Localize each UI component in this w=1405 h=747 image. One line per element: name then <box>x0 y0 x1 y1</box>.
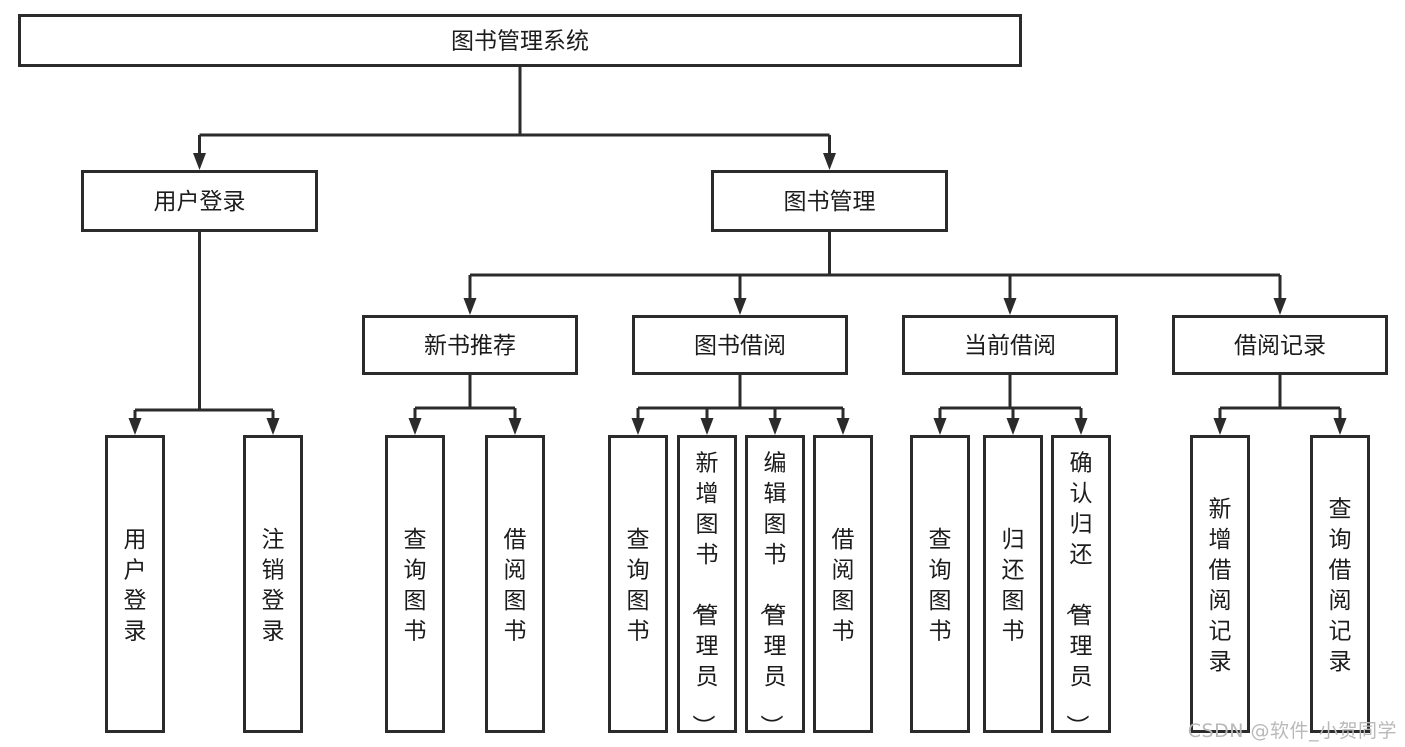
node-current-borrow[interactable]: 当前借阅 <box>902 315 1118 375</box>
node-user-login[interactable]: 用户登录 <box>81 170 318 232</box>
node-leaf-query-book[interactable]: 查询图书 <box>608 435 668 733</box>
edge-group-new-book-recommend <box>408 375 522 435</box>
node-leaf-edit-book[interactable]: 编辑图书（管理员） <box>745 435 805 738</box>
node-leaf-return-book[interactable]: 归还图书 <box>983 435 1043 733</box>
node-box <box>18 14 1022 67</box>
node-label: 用户登录 <box>124 527 147 645</box>
node-book-borrow[interactable]: 图书借阅 <box>632 315 848 375</box>
node-box <box>1310 435 1370 733</box>
node-root[interactable]: 图书管理系统 <box>18 14 1022 67</box>
node-label: 图书管理 <box>784 189 876 215</box>
node-leaf-user-login[interactable]: 用户登录 <box>105 435 165 733</box>
node-label: 当前借阅 <box>964 333 1056 359</box>
node-label: 查询图书 <box>404 527 427 645</box>
node-box <box>608 435 668 733</box>
node-box <box>983 435 1043 733</box>
node-label: 编辑图书（管理员） <box>758 451 787 738</box>
node-leaf-query-book-rec[interactable]: 查询图书 <box>385 435 445 733</box>
edge-group-book-manage <box>463 232 1287 315</box>
edge-group-root <box>193 67 836 170</box>
node-book-manage[interactable]: 图书管理 <box>711 170 948 232</box>
edge-group-book-borrow <box>631 375 850 435</box>
node-label: 图书借阅 <box>694 333 786 359</box>
node-label: 查询图书 <box>627 527 650 645</box>
node-leaf-borrow-book-rec[interactable]: 借阅图书 <box>485 435 545 733</box>
node-box <box>1190 435 1250 733</box>
node-box <box>813 435 873 733</box>
node-box <box>910 435 970 733</box>
node-layer: 图书管理系统用户登录图书管理新书推荐图书借阅当前借阅借阅记录用户登录注销登录查询… <box>18 14 1388 738</box>
edge-group-borrow-record <box>1213 375 1347 435</box>
node-leaf-query-record[interactable]: 查询借阅记录 <box>1310 435 1370 733</box>
node-box <box>1172 315 1388 375</box>
node-box <box>902 315 1118 375</box>
node-label: 查询借阅记录 <box>1329 496 1352 675</box>
node-box <box>105 435 165 733</box>
edge-group-current-borrow <box>933 375 1088 435</box>
node-new-book-recommend[interactable]: 新书推荐 <box>362 315 578 375</box>
node-label: 新增借阅记录 <box>1209 496 1232 675</box>
node-leaf-query-book-cur[interactable]: 查询图书 <box>910 435 970 733</box>
node-label: 归还图书 <box>1002 527 1025 645</box>
node-label: 图书管理系统 <box>451 29 589 55</box>
node-box <box>745 435 805 733</box>
node-leaf-confirm-return[interactable]: 确认归还（管理员） <box>1051 435 1111 738</box>
watermark-text: CSDN @软件_小贺同学 <box>1187 720 1397 742</box>
node-box <box>243 435 303 733</box>
node-label: 借阅记录 <box>1234 333 1326 359</box>
node-leaf-add-record[interactable]: 新增借阅记录 <box>1190 435 1250 733</box>
node-box <box>81 170 318 232</box>
node-borrow-record[interactable]: 借阅记录 <box>1172 315 1388 375</box>
node-leaf-logout[interactable]: 注销登录 <box>243 435 303 733</box>
node-label: 新书推荐 <box>424 333 516 359</box>
node-label: 用户登录 <box>154 189 246 215</box>
node-label: 借阅图书 <box>832 527 855 645</box>
node-label: 确认归还（管理员） <box>1064 451 1093 738</box>
node-box <box>1051 435 1111 733</box>
node-leaf-add-book[interactable]: 新增图书（管理员） <box>677 435 737 738</box>
node-box <box>362 315 578 375</box>
edge-group-user-login <box>128 232 280 435</box>
node-box <box>711 170 948 232</box>
node-label: 借阅图书 <box>504 527 527 645</box>
node-leaf-borrow-book[interactable]: 借阅图书 <box>813 435 873 733</box>
node-box <box>485 435 545 733</box>
connector-layer <box>128 67 1347 435</box>
node-box <box>632 315 848 375</box>
node-box <box>677 435 737 733</box>
node-box <box>385 435 445 733</box>
node-label: 查询图书 <box>929 527 952 645</box>
node-label: 新增图书（管理员） <box>690 451 719 738</box>
node-label: 注销登录 <box>262 527 285 645</box>
